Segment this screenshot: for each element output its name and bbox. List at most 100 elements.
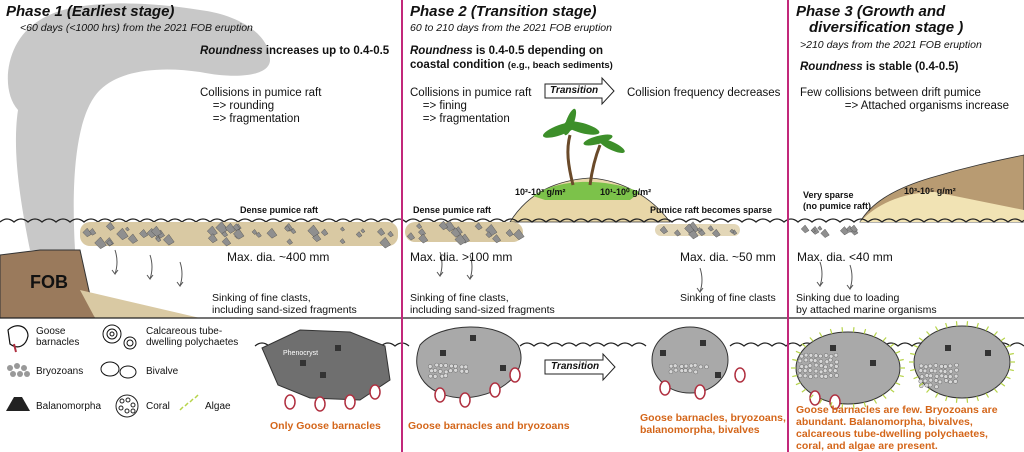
goose-barnacle	[459, 392, 471, 408]
algae-strand	[910, 352, 916, 356]
bryozoan	[453, 368, 458, 373]
bryozoan	[919, 374, 925, 379]
phase2-collisions: Collisions in pumice raft => fining => f…	[410, 87, 532, 125]
sinking-arrow	[436, 251, 444, 278]
algae-strand	[945, 322, 948, 328]
pumice-clast	[505, 228, 514, 237]
very-sparse-label: Very sparse (no pumice raft)	[803, 190, 872, 211]
bryozoan	[834, 364, 839, 369]
goose-barnacle	[369, 384, 381, 400]
algae-strand	[913, 376, 919, 380]
bryozoan	[943, 378, 949, 383]
vesicle	[660, 350, 666, 356]
phase2-max-dia-left: Max. dia. >100 mm	[410, 250, 513, 264]
bryozoan	[943, 374, 949, 379]
bryozoan	[939, 364, 944, 369]
goose-barnacle	[694, 384, 706, 400]
pumice-clast	[659, 225, 669, 235]
sinking-arrow	[846, 264, 854, 291]
bryozoan	[823, 374, 828, 379]
pumice-clasts	[82, 220, 859, 250]
algae-strand	[918, 382, 924, 387]
bryozoan	[948, 369, 954, 374]
bryozoan	[438, 363, 444, 368]
bryozoan	[828, 354, 834, 359]
pumice-clast	[207, 233, 218, 244]
bryozoan	[808, 374, 813, 379]
bryozoan	[828, 357, 833, 363]
bryozoan	[813, 362, 819, 368]
bryozoan	[459, 368, 465, 374]
bryozoan	[918, 363, 924, 369]
palm-leaves-icon	[542, 108, 625, 153]
algae-strand	[889, 388, 895, 393]
bryozoan	[833, 352, 839, 358]
phase1-raft-label: Dense pumice raft	[240, 205, 319, 215]
pumice-clast-phase2b	[651, 326, 729, 394]
calcareous-tube-icon	[102, 324, 137, 350]
pumice-clast	[839, 226, 849, 236]
pumice-clast	[290, 228, 297, 234]
pumice-clast	[418, 228, 426, 237]
bryozoan	[673, 367, 679, 373]
pumice-clast	[127, 233, 138, 244]
vesicle	[320, 372, 326, 378]
legend-algae: Algae	[205, 401, 231, 412]
pumice-clast	[286, 238, 293, 245]
vesicle	[715, 372, 721, 378]
bryozoan	[938, 368, 944, 374]
vesicle	[870, 360, 876, 366]
bryozoan	[668, 369, 674, 374]
volcano-label: FOB	[30, 272, 68, 292]
phase2-max-dia-right: Max. dia. ~50 mm	[680, 250, 776, 264]
algae-strand	[818, 332, 823, 338]
phase3-max-dia: Max. dia. <40 mm	[797, 250, 893, 264]
vesicle	[440, 350, 446, 356]
vesicle	[335, 345, 341, 351]
algae-strand	[1005, 376, 1011, 380]
algae-strand	[809, 394, 814, 399]
vesicle	[700, 340, 706, 346]
phase1-title: Phase 1 (Earliest stage)	[6, 3, 175, 20]
algae-strand	[841, 327, 844, 333]
bryozoan	[799, 364, 804, 369]
seabed-slope	[80, 290, 200, 318]
algae-strand	[895, 382, 901, 386]
bryozoan	[927, 363, 933, 369]
sinking-arrow	[176, 261, 184, 288]
pumice-clast	[139, 229, 149, 238]
algae-strand	[934, 392, 939, 398]
pumice-clast	[340, 226, 345, 232]
bryozoan	[803, 364, 809, 370]
bryozoan-icon	[428, 352, 959, 389]
sinking-arrow	[111, 249, 119, 276]
legend-goose-barnacles: Goose barnacles	[36, 326, 80, 348]
pumice-clast	[485, 231, 493, 238]
phase2-organisms-left: Goose barnacles and bryozoans	[408, 420, 570, 432]
phase2-title: Phase 2 (Transition stage)	[410, 3, 597, 20]
bryozoan	[692, 363, 698, 368]
bryozoan	[443, 369, 449, 375]
pumice-clast	[800, 224, 810, 234]
bryozoan	[813, 353, 819, 358]
phase1-roundness: Roundness increases up to 0.4-0.5	[200, 44, 389, 58]
bivalve-icon	[100, 361, 137, 379]
pumice-clast	[206, 225, 218, 237]
phase2-organisms-right: Goose barnacles, bryozoans, balanomorpha…	[640, 412, 786, 436]
pumice-clast	[155, 236, 162, 243]
algae-strand	[976, 396, 979, 402]
algae-strand	[955, 321, 958, 327]
pumice-clast	[673, 229, 681, 237]
bryozoan	[923, 364, 929, 369]
bryozoan	[948, 379, 953, 385]
algae-strand	[873, 332, 878, 338]
algae-strand	[993, 388, 998, 393]
bryozoan	[463, 364, 469, 370]
pumice-clast	[450, 227, 461, 238]
algae-strand	[895, 350, 901, 354]
bryozoan	[818, 353, 823, 359]
sea-surface	[0, 218, 1024, 223]
algae-strand	[926, 388, 931, 393]
phase1-collisions: Collisions in pumice raft => rounding =>…	[200, 87, 322, 125]
pumice-clast	[406, 232, 416, 241]
